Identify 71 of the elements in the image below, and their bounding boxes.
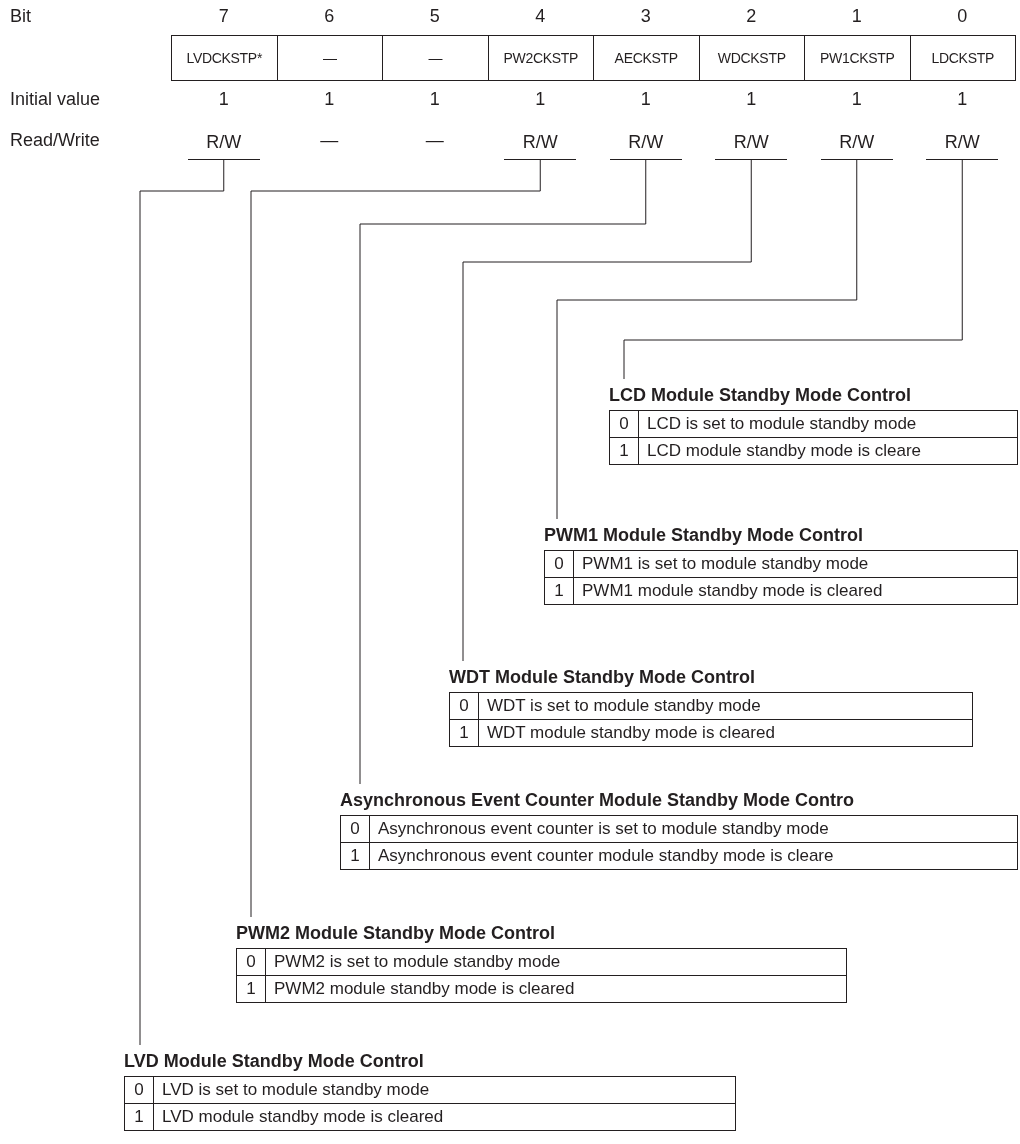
access-label: R/W	[504, 130, 577, 160]
bit-number: 6	[323, 6, 336, 27]
bit-number: 0	[956, 6, 969, 27]
table-cell: Asynchronous event counter is set to module standby mode	[369, 815, 1018, 843]
table-cell: PWM2 is set to module standby mode	[265, 948, 847, 976]
initial-value: 1	[217, 89, 230, 110]
row-heading: Initial value	[10, 89, 101, 110]
access-label: —	[424, 130, 445, 151]
table-cell: 0	[609, 410, 639, 438]
table-cell: 0	[340, 815, 370, 843]
initial-value: 1	[428, 89, 441, 110]
initial-value: 1	[323, 89, 336, 110]
bit-number: 3	[639, 6, 652, 27]
access-label: R/W	[187, 130, 260, 160]
table-cell: 1	[124, 1103, 154, 1131]
table-cell: 1	[236, 975, 266, 1003]
bit-number: 2	[745, 6, 758, 27]
access-label: R/W	[715, 130, 788, 160]
leader-line	[462, 159, 752, 662]
table-cell: WDT is set to module standby mode	[478, 692, 973, 720]
table-cell: 1	[609, 437, 639, 465]
leader-line	[623, 159, 963, 380]
table-heading: WDT Module Standby Mode Control	[449, 666, 756, 688]
table-cell: PWM1 is set to module standby mode	[573, 550, 1018, 578]
table-cell: LCD is set to module standby mode	[638, 410, 1018, 438]
table-cell: LVD is set to module standby mode	[153, 1076, 736, 1104]
table-cell: 0	[544, 550, 574, 578]
bit-number: 4	[534, 6, 547, 27]
table-cell: 0	[236, 948, 266, 976]
initial-value: 1	[639, 89, 652, 110]
access-label: R/W	[926, 130, 999, 160]
table-cell: LVD module standby mode is cleared	[153, 1103, 736, 1131]
bit-number: 7	[217, 6, 230, 27]
initial-value: 1	[745, 89, 758, 110]
register-bit-field: WDCKSTP	[698, 35, 805, 81]
leader-line	[556, 159, 858, 520]
register-bit-field: —	[382, 35, 489, 81]
table-cell: PWM1 module standby mode is cleared	[573, 577, 1018, 605]
register-bit-field: LDCKSTP	[909, 35, 1016, 81]
table-cell: 1	[449, 719, 479, 747]
table-cell: Asynchronous event counter module standby mode is cleare	[369, 842, 1018, 870]
access-label: R/W	[820, 130, 893, 160]
leader-line	[359, 159, 647, 785]
leader-line	[250, 159, 541, 918]
initial-value: 1	[534, 89, 547, 110]
row-heading: Read/Write	[10, 130, 100, 151]
access-label: —	[319, 130, 340, 151]
table-heading: LVD Module Standby Mode Control	[124, 1050, 425, 1072]
table-cell: 1	[544, 577, 574, 605]
access-label: R/W	[609, 130, 682, 160]
bit-number: 5	[428, 6, 441, 27]
row-heading: Bit	[10, 6, 31, 27]
register-bit-field: —	[276, 35, 383, 81]
table-heading: PWM2 Module Standby Mode Control	[236, 922, 556, 944]
table-cell: LCD module standby mode is cleare	[638, 437, 1018, 465]
table-cell: WDT module standby mode is cleared	[478, 719, 973, 747]
register-bit-field: PW1CKSTP	[804, 35, 911, 81]
table-heading: LCD Module Standby Mode Control	[609, 384, 912, 406]
register-bit-field: AECKSTP	[593, 35, 700, 81]
initial-value: 1	[850, 89, 863, 110]
table-cell: 0	[449, 692, 479, 720]
table-heading: Asynchronous Event Counter Module Standby Mode Contro	[340, 789, 855, 811]
register-bit-field: LVDCKSTP*	[171, 35, 278, 81]
table-cell: PWM2 module standby mode is cleared	[265, 975, 847, 1003]
register-bit-field: PW2CKSTP	[487, 35, 594, 81]
table-cell: 0	[124, 1076, 154, 1104]
table-heading: PWM1 Module Standby Mode Control	[544, 524, 864, 546]
bit-number: 1	[850, 6, 863, 27]
initial-value: 1	[956, 89, 969, 110]
table-cell: 1	[340, 842, 370, 870]
leader-line	[139, 159, 225, 1046]
